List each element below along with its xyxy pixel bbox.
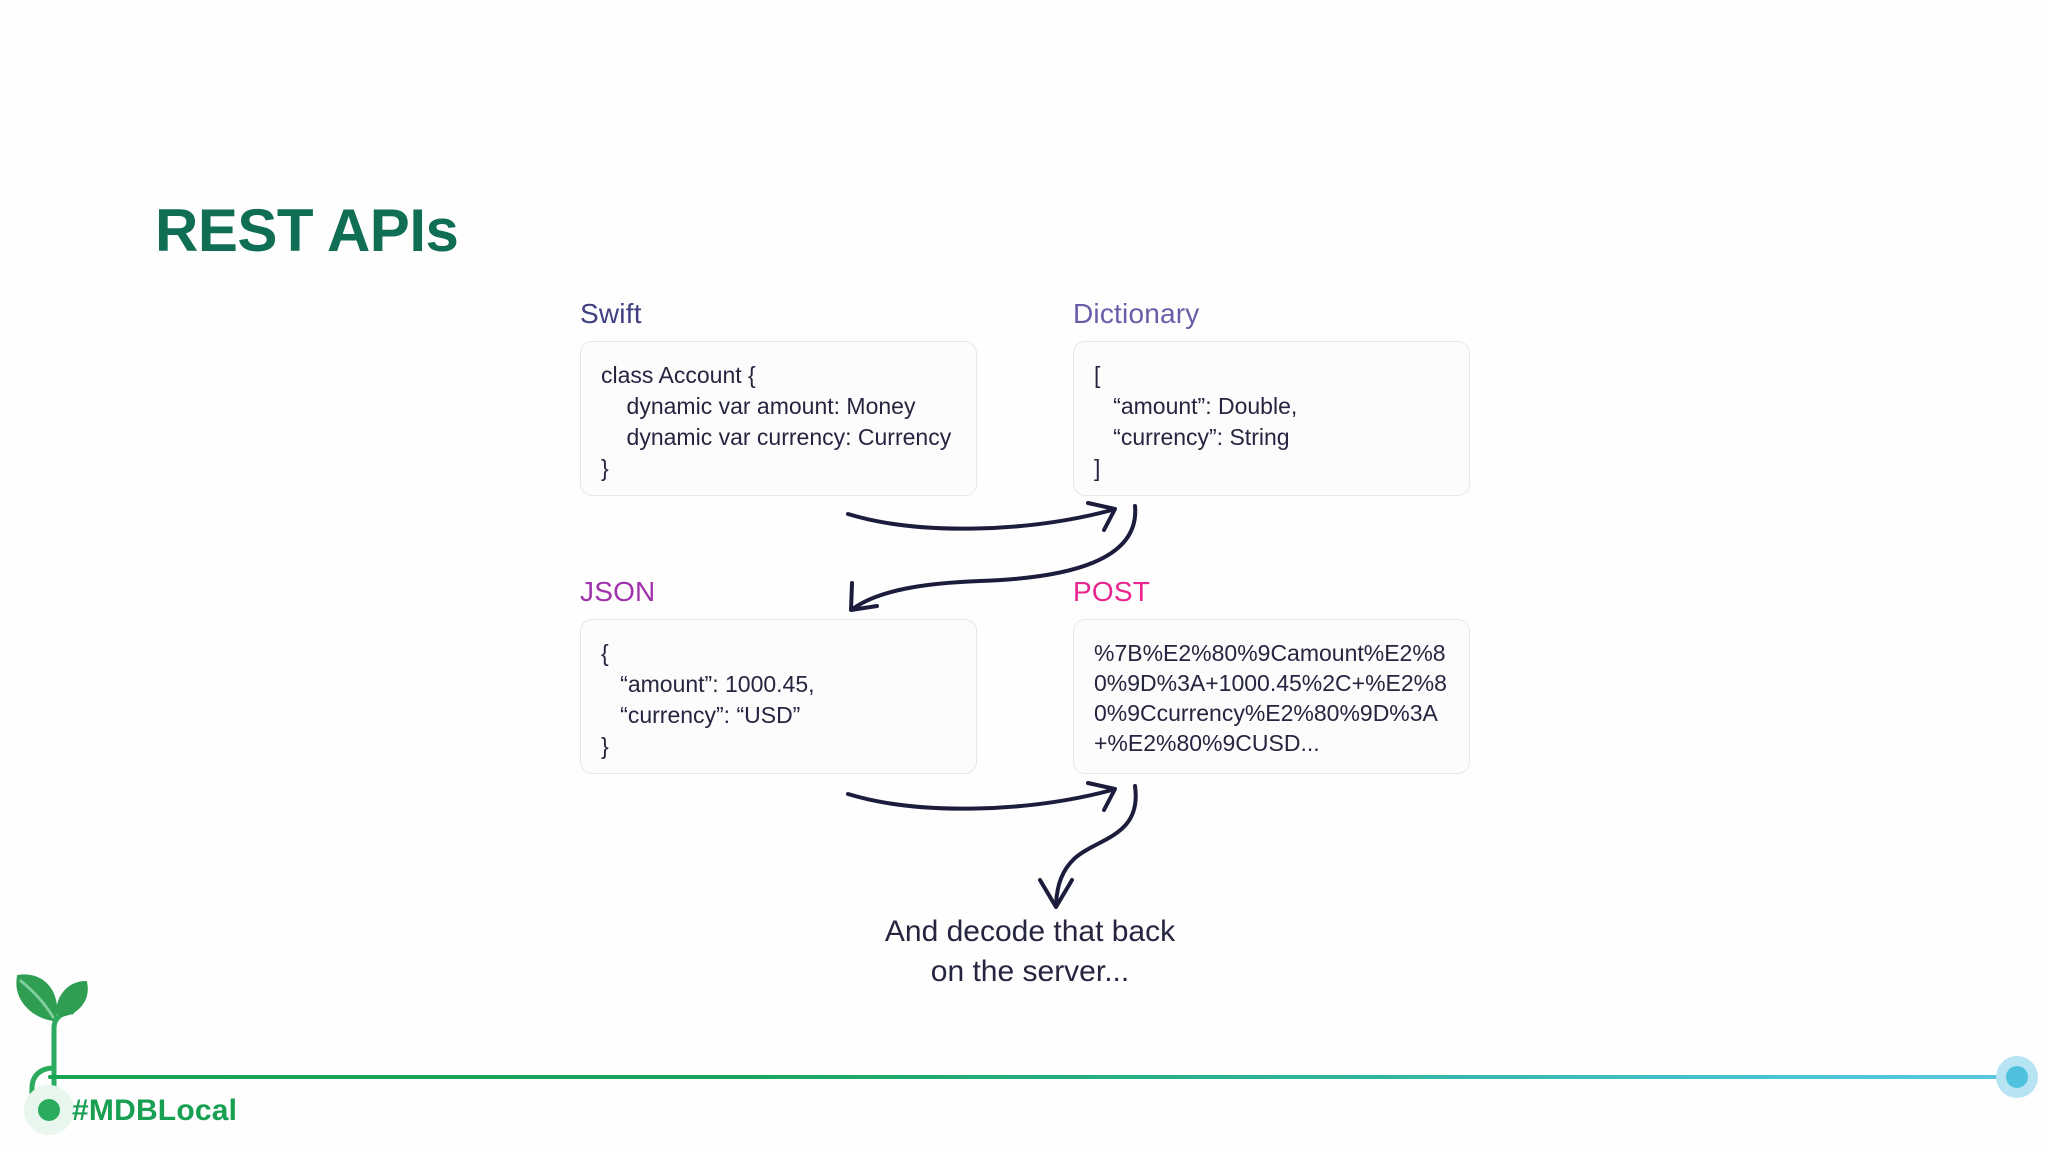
panel-label-swift: Swift xyxy=(580,298,642,329)
arrow-swift-to-dictionary xyxy=(846,501,1117,532)
code-box-dictionary: [ “amount”: Double, “currency”: String ] xyxy=(1073,341,1470,496)
page-title: REST APIs xyxy=(155,197,459,264)
sprout-icon xyxy=(16,974,88,1128)
code-box-json: { “amount”: 1000.45, “currency”: “USD” } xyxy=(580,619,977,774)
footer-hashtag: #MDBLocal xyxy=(72,1094,238,1127)
arrow-post-to-caption xyxy=(1038,784,1138,909)
diagram-caption: And decode that back on the server... xyxy=(884,915,1176,988)
code-box-post: %7B%E2%80%9Camount%E2%80%9D%3A+1000.45%2… xyxy=(1073,619,1470,774)
panel-label-json: JSON xyxy=(580,576,656,607)
sprout-node-dot xyxy=(38,1099,60,1121)
code-box-swift: class Account { dynamic var amount: Mone… xyxy=(580,341,977,496)
panel-label-post: POST xyxy=(1073,576,1151,607)
arrow-json-to-post xyxy=(846,781,1117,812)
panel-label-dictionary: Dictionary xyxy=(1073,298,1200,329)
footer-divider-line xyxy=(48,1075,2005,1079)
footer-endcap-dot xyxy=(2006,1066,2028,1088)
